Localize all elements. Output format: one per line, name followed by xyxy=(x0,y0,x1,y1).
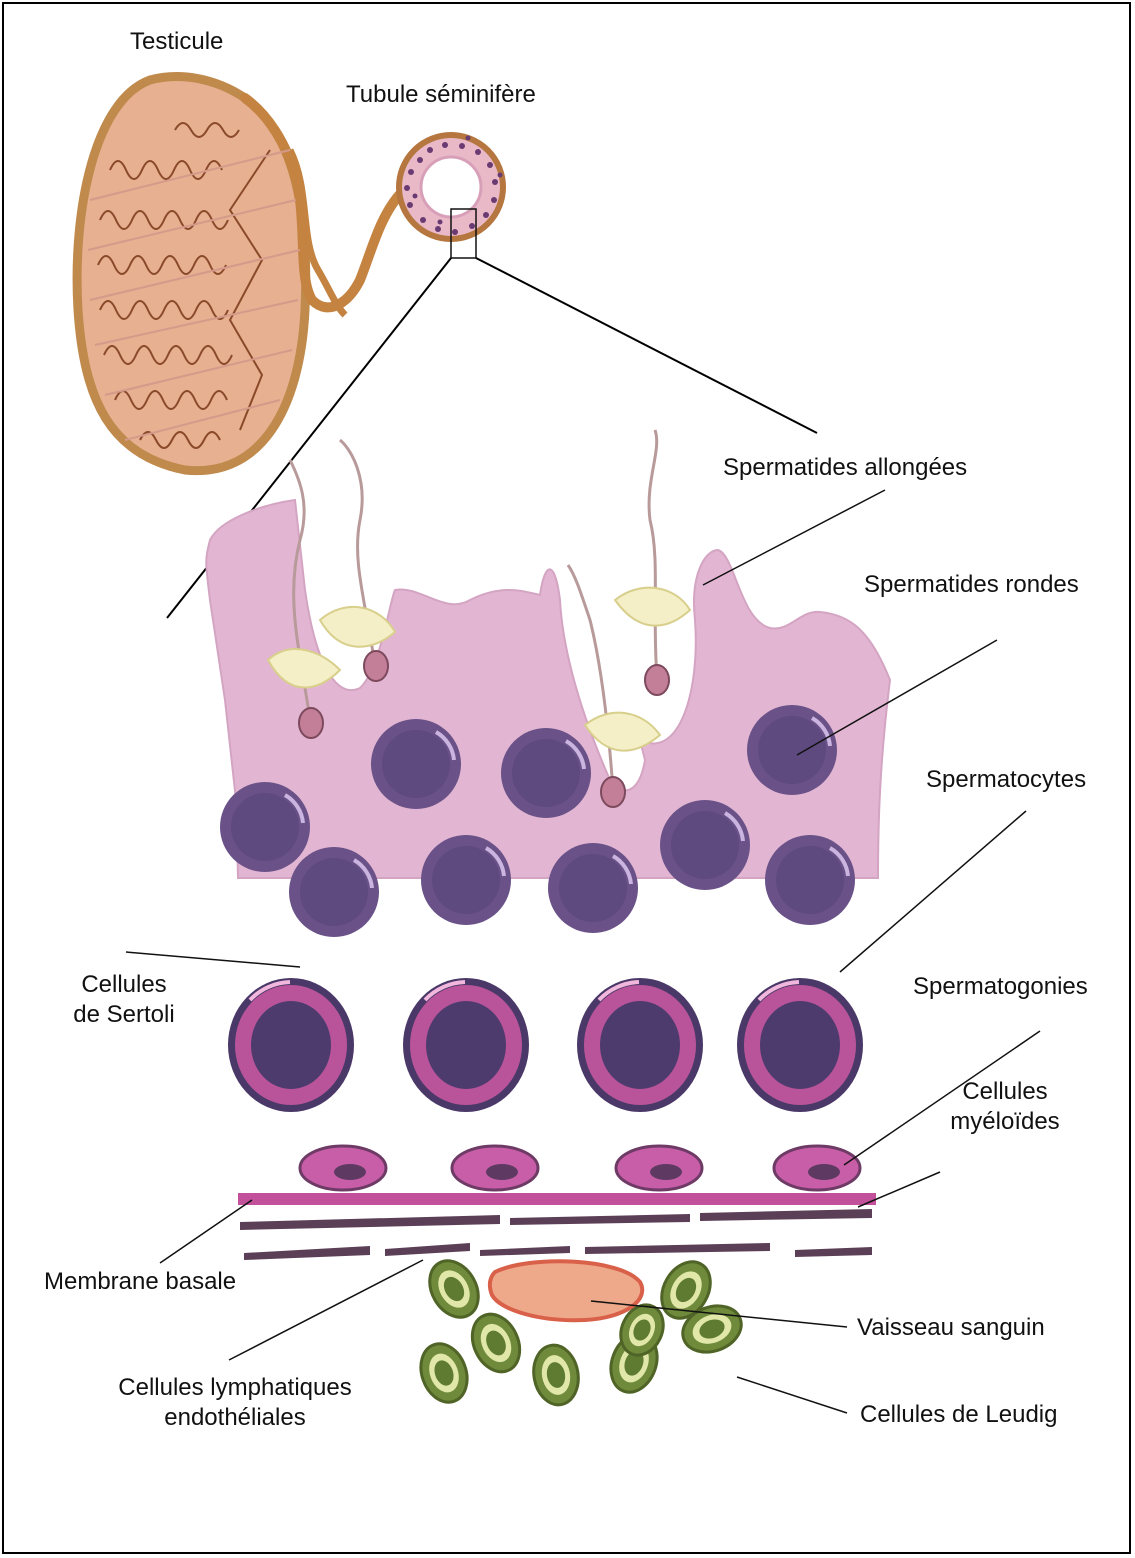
label-myeloides: Cellules myéloïdes xyxy=(930,1077,1080,1137)
label-spermatocytes: Spermatocytes xyxy=(926,765,1086,795)
label-spermatides-allongees: Spermatides allongées xyxy=(723,453,967,483)
testis-body xyxy=(77,77,306,471)
spermatocytes xyxy=(228,978,863,1112)
label-leydig: Cellules de Leudig xyxy=(860,1400,1057,1430)
label-sertoli: Cellules de Sertoli xyxy=(44,970,204,1030)
label-testicule: Testicule xyxy=(130,27,223,57)
testis-illustration xyxy=(77,77,402,471)
basal-membrane xyxy=(238,1193,876,1205)
label-spermatides-rondes: Spermatides rondes xyxy=(864,570,1079,600)
label-sertoli-line1: Cellules xyxy=(44,970,204,1000)
label-lymphatiques: Cellules lymphatiques endothéliales xyxy=(70,1373,400,1433)
label-vaisseau: Vaisseau sanguin xyxy=(857,1313,1045,1343)
zoom-line-right xyxy=(476,258,817,433)
label-myeloides-line1: Cellules xyxy=(930,1077,1080,1107)
label-myeloides-line2: myéloïdes xyxy=(930,1107,1080,1137)
peritubular-layers xyxy=(240,1209,872,1260)
blood-vessel xyxy=(490,1261,642,1320)
tubule-illustration xyxy=(399,135,503,258)
label-lymphatiques-line2: endothéliales xyxy=(70,1403,400,1433)
spermatogonia xyxy=(300,1146,860,1190)
label-spermatogonies: Spermatogonies xyxy=(913,972,1088,1002)
label-sertoli-line2: de Sertoli xyxy=(44,1000,204,1030)
label-tubule: Tubule séminifère xyxy=(346,80,536,110)
label-lymphatiques-line1: Cellules lymphatiques xyxy=(70,1373,400,1403)
label-membrane-basale: Membrane basale xyxy=(44,1267,236,1297)
